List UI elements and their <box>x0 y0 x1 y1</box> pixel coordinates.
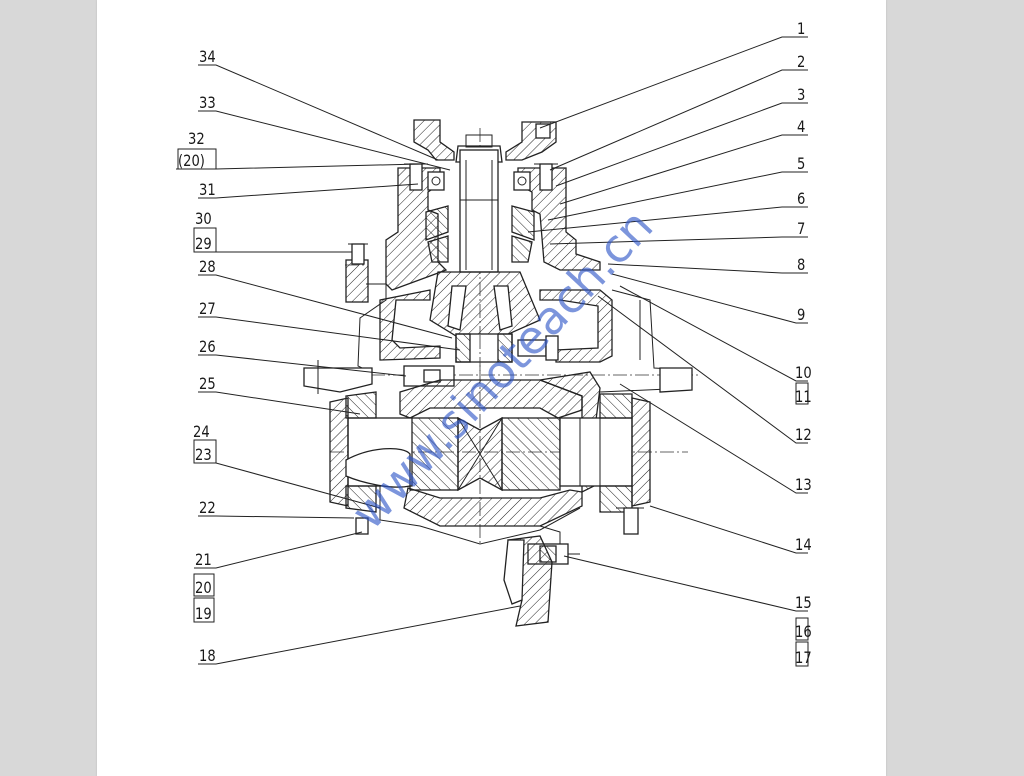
part-label-3: 3 <box>797 86 805 105</box>
part-label-16: 16 <box>795 623 812 642</box>
part-label-32: 32 <box>188 130 205 149</box>
document-page: 1 2 3 4 5 6 7 8 9 10 11 12 13 14 15 16 1… <box>97 0 886 776</box>
part-label-4: 4 <box>797 118 805 137</box>
part-label-15: 15 <box>795 594 812 613</box>
part-label-25: 25 <box>199 375 216 394</box>
part-label-8: 8 <box>797 256 805 275</box>
part-label-32-ref: (20) <box>178 152 205 171</box>
part-label-19: 19 <box>195 605 212 624</box>
part-label-9: 9 <box>797 306 805 325</box>
part-label-23: 23 <box>195 446 212 465</box>
part-label-29: 29 <box>195 235 212 254</box>
part-label-31: 31 <box>199 181 216 200</box>
part-labels: 1 2 3 4 5 6 7 8 9 10 11 12 13 14 15 16 1… <box>178 20 812 668</box>
part-label-1: 1 <box>797 20 805 39</box>
part-label-28: 28 <box>199 258 216 277</box>
part-label-33: 33 <box>199 94 216 113</box>
part-label-27: 27 <box>199 300 216 319</box>
part-label-21: 21 <box>195 551 212 570</box>
part-label-14: 14 <box>795 536 812 555</box>
part-label-26: 26 <box>199 338 216 357</box>
part-label-18: 18 <box>199 647 216 666</box>
part-label-2: 2 <box>797 53 805 72</box>
part-label-34: 34 <box>199 48 216 67</box>
part-label-12: 12 <box>795 426 812 445</box>
part-label-11: 11 <box>795 388 812 407</box>
part-label-17: 17 <box>795 649 812 668</box>
part-label-24: 24 <box>193 423 210 442</box>
leader-lines <box>176 36 809 667</box>
part-label-5: 5 <box>797 155 805 174</box>
differential-section-view <box>303 119 700 627</box>
part-label-20: 20 <box>195 579 212 598</box>
part-label-7: 7 <box>797 220 805 239</box>
assembly-drawing: 1 2 3 4 5 6 7 8 9 10 11 12 13 14 15 16 1… <box>176 20 812 668</box>
part-label-30: 30 <box>195 210 212 229</box>
part-label-13: 13 <box>795 476 812 495</box>
part-label-22: 22 <box>199 499 216 518</box>
part-label-6: 6 <box>797 190 805 209</box>
part-label-10: 10 <box>795 364 812 383</box>
